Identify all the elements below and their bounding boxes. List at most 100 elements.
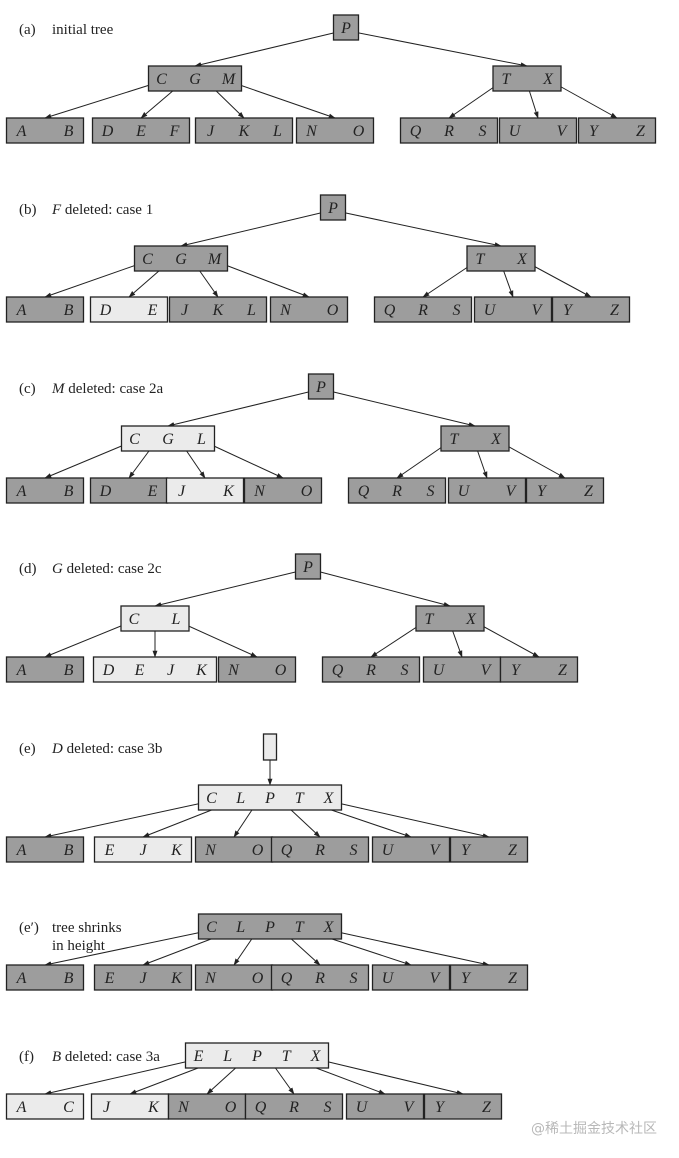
node-box-dark xyxy=(492,65,562,92)
edge-r-c4 xyxy=(396,443,448,479)
node-key: Z xyxy=(610,302,620,319)
node-key: O xyxy=(353,123,365,140)
btree-node: P xyxy=(294,553,322,580)
btree-node: P xyxy=(307,373,335,400)
edge-root-l xyxy=(194,32,336,67)
node-key: B xyxy=(64,662,74,679)
node-key: N xyxy=(253,483,266,500)
node-box-dark xyxy=(294,553,322,580)
edge-r-c6 xyxy=(554,83,618,119)
node-key: X xyxy=(323,919,335,936)
node-box-dark xyxy=(5,117,85,144)
edge-l-c0 xyxy=(44,623,128,658)
panel-caption: F deleted: case 1 xyxy=(51,202,153,218)
node-key: B xyxy=(64,123,74,140)
node-box-dark xyxy=(415,605,485,632)
node-box-dark xyxy=(5,296,85,323)
node-key: V xyxy=(532,302,544,319)
node-key: N xyxy=(177,1099,190,1116)
edge-root-r xyxy=(356,32,528,68)
node-box-light xyxy=(120,605,190,632)
node-key: D xyxy=(99,483,112,500)
edge-l-c2 xyxy=(182,623,258,658)
node-key: U xyxy=(484,302,497,319)
panel-tag: (b) xyxy=(19,202,37,218)
node-key: P xyxy=(302,559,313,576)
node-key: Z xyxy=(584,483,594,500)
node-box-light xyxy=(92,656,218,683)
edge-m-c5 xyxy=(322,1060,464,1095)
node-key: J xyxy=(181,302,189,319)
panel-tag: (f) xyxy=(19,1049,34,1065)
node-key: N xyxy=(227,662,240,679)
node-key: P xyxy=(340,20,351,37)
node-key: V xyxy=(430,970,442,987)
edge-m-c5 xyxy=(335,931,490,967)
node-key: C xyxy=(63,1099,74,1116)
btree-node: P xyxy=(319,194,347,221)
node-key: S xyxy=(350,842,358,859)
node-key: K xyxy=(195,662,208,679)
panel-tag: (a) xyxy=(19,22,36,38)
node-box-dark xyxy=(347,477,447,504)
node-key: T xyxy=(476,251,486,268)
node-key: K xyxy=(147,1099,160,1116)
node-box-dark xyxy=(167,1093,247,1120)
node-key: R xyxy=(288,1099,299,1116)
node-box-dark xyxy=(5,836,85,863)
node-key: U xyxy=(433,662,446,679)
node-key: T xyxy=(295,790,305,807)
node-box-light xyxy=(262,733,278,761)
node-box-dark xyxy=(217,656,297,683)
node-key: L xyxy=(235,790,245,807)
node-key: T xyxy=(502,71,512,88)
node-key: R xyxy=(417,302,428,319)
node-key: K xyxy=(222,483,235,500)
node-key: L xyxy=(196,431,206,448)
node-key: C xyxy=(129,611,140,628)
node-key: C xyxy=(206,919,217,936)
node-key: J xyxy=(167,662,175,679)
edge-l-c0 xyxy=(44,443,128,479)
node-key: J xyxy=(178,483,186,500)
node-box-dark xyxy=(93,964,193,991)
node-box-dark xyxy=(371,836,451,863)
panel-caption: G deleted: case 2c xyxy=(52,561,162,577)
node-key: L xyxy=(235,919,245,936)
node-key: N xyxy=(279,302,292,319)
node-key: O xyxy=(225,1099,237,1116)
node-box-dark xyxy=(168,296,268,323)
edge-root-r xyxy=(343,212,502,248)
node-key: G xyxy=(175,251,187,268)
panel-caption: initial tree xyxy=(52,22,114,38)
node-box-dark xyxy=(147,65,243,92)
node-box-dark xyxy=(91,117,191,144)
node-box-dark xyxy=(399,117,499,144)
node-box-dark xyxy=(270,964,370,991)
node-key: S xyxy=(401,662,409,679)
node-key: E xyxy=(135,123,146,140)
node-key: O xyxy=(252,842,264,859)
node-key: P xyxy=(264,919,275,936)
node-key: C xyxy=(206,790,217,807)
node-key: Z xyxy=(482,1099,492,1116)
node-box-dark xyxy=(551,296,631,323)
node-key: S xyxy=(453,302,461,319)
node-box-light xyxy=(197,784,343,811)
node-box-dark xyxy=(269,296,349,323)
